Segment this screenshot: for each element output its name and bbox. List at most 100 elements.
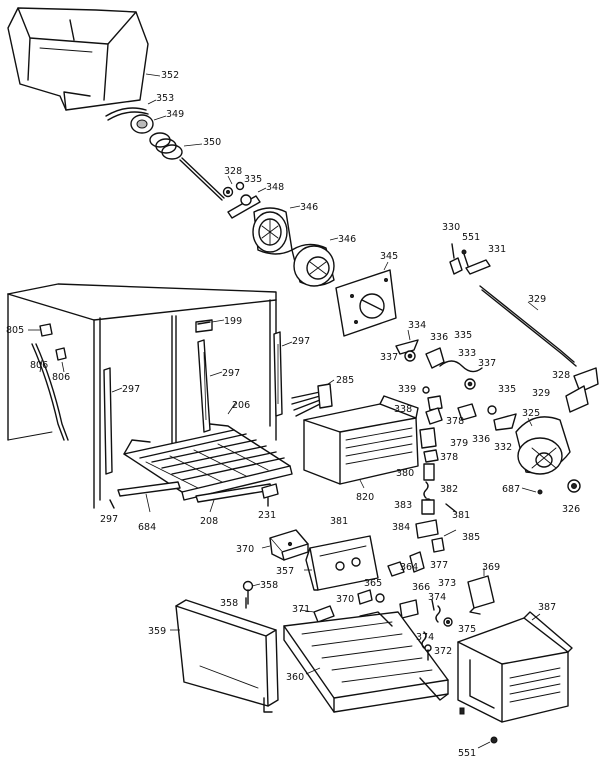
- lever-331: [465, 259, 491, 275]
- shelf-rail-297-center: [197, 339, 211, 433]
- callout-820: 820: [356, 492, 374, 503]
- spring-333: [439, 360, 483, 373]
- callout-383: 383: [394, 500, 412, 511]
- knob-326: [567, 479, 581, 493]
- callout-382: 382: [440, 484, 458, 495]
- callout-370-lower: 370: [336, 594, 354, 605]
- callout-384: 384: [392, 522, 410, 533]
- block-383: [421, 499, 435, 515]
- callout-365: 365: [364, 578, 382, 589]
- screw-551-bottom: [490, 736, 498, 744]
- callout-335-mid: 335: [454, 330, 472, 341]
- callout-331: 331: [488, 244, 506, 255]
- switch-369: [467, 575, 495, 615]
- callout-378-lower: 378: [440, 452, 458, 463]
- callout-360: 360: [286, 672, 304, 683]
- pin-373: [431, 599, 435, 611]
- washer-335: [235, 181, 245, 191]
- callout-358-upper: 358: [260, 580, 278, 591]
- callout-806-left: 806: [30, 360, 48, 371]
- wire-harness-285: [291, 383, 333, 417]
- mounting-bracket-357: [305, 535, 379, 591]
- shelf-rail-297-right: [273, 331, 283, 417]
- clip-370-lower: [357, 589, 373, 605]
- retainer-377: [409, 551, 425, 573]
- callout-332: 332: [494, 442, 512, 453]
- cam-336: [425, 347, 445, 369]
- callout-206: 206: [232, 400, 250, 411]
- plate-366: [399, 599, 419, 619]
- spring-374-upper: [435, 605, 441, 623]
- callout-373: 373: [438, 578, 456, 589]
- callout-199: 199: [224, 316, 242, 327]
- trim-strip-208: [195, 483, 273, 503]
- callout-805: 805: [6, 325, 24, 336]
- impeller-346-upper: [252, 207, 293, 255]
- callout-372: 372: [434, 646, 452, 657]
- dispenser-shroud-387: [457, 611, 573, 723]
- callout-335: 335: [244, 174, 262, 185]
- callout-359: 359: [148, 626, 166, 637]
- callout-labels: 352 353 349 350 328 335 348 346 346 330 …: [6, 70, 580, 759]
- callout-346-upper: 346: [300, 202, 318, 213]
- callout-345: 345: [380, 251, 398, 262]
- callout-297-right: 297: [292, 336, 310, 347]
- lever-332: [493, 413, 517, 431]
- washer-337-right: [464, 378, 476, 390]
- callout-369: 369: [482, 562, 500, 573]
- part-365: [375, 593, 385, 603]
- motor-325: [515, 416, 571, 475]
- callout-336-lower: 336: [472, 434, 490, 445]
- bracket-378-top: [425, 407, 443, 425]
- callout-374-upper: 374: [428, 592, 446, 603]
- freezer-cabinet: [7, 283, 277, 509]
- callout-358-lower: 358: [220, 598, 238, 609]
- shelf-rail-297-left: [103, 367, 113, 475]
- callout-551-bottom: 551: [458, 748, 476, 759]
- callout-380: 380: [396, 468, 414, 479]
- callout-333: 333: [458, 348, 476, 359]
- callout-338: 338: [394, 404, 412, 415]
- callout-366: 366: [412, 582, 430, 593]
- screw-297-lower: [109, 499, 115, 509]
- callout-285: 285: [336, 375, 354, 386]
- callout-551-top: 551: [462, 232, 480, 243]
- callout-328-right: 328: [552, 370, 570, 381]
- trim-strip-684: [117, 481, 181, 497]
- drive-hub-349: [130, 114, 154, 134]
- callout-297-left: 297: [122, 384, 140, 395]
- callout-329-lower: 329: [532, 388, 550, 399]
- callout-381-right: 381: [452, 510, 470, 521]
- callout-375: 375: [458, 624, 476, 635]
- screw-358-upper: [242, 580, 254, 605]
- callout-350: 350: [203, 137, 221, 148]
- ice-chute-housing-360: [283, 611, 449, 713]
- clip-385: [431, 529, 457, 553]
- callout-357: 357: [276, 566, 294, 577]
- seal-806: [31, 343, 69, 441]
- callout-364: 364: [400, 562, 418, 573]
- callout-297-center: 297: [222, 368, 240, 379]
- callout-330: 330: [442, 222, 460, 233]
- callout-348: 348: [266, 182, 284, 193]
- callout-329-upper: 329: [528, 294, 546, 305]
- rod-329: [479, 285, 577, 367]
- callout-349: 349: [166, 109, 184, 120]
- screw-551-top: [461, 249, 469, 267]
- callout-377: 377: [430, 560, 448, 571]
- callout-297-bottom: 297: [100, 514, 118, 525]
- screw-381-top: [445, 503, 457, 513]
- fastener-199: [195, 319, 213, 333]
- clip-805: [39, 323, 53, 337]
- clamp-384: [415, 519, 439, 539]
- bracket-330: [449, 243, 463, 275]
- callout-684: 684: [138, 522, 156, 533]
- cover-379: [419, 427, 437, 449]
- washer-328: [222, 186, 234, 198]
- callout-337-left: 337: [380, 352, 398, 363]
- screw-687: [537, 489, 543, 495]
- auger-spring-350: [149, 132, 225, 201]
- callout-326: 326: [562, 504, 580, 515]
- thermostat-371: [313, 605, 335, 623]
- callout-387: 387: [538, 602, 556, 613]
